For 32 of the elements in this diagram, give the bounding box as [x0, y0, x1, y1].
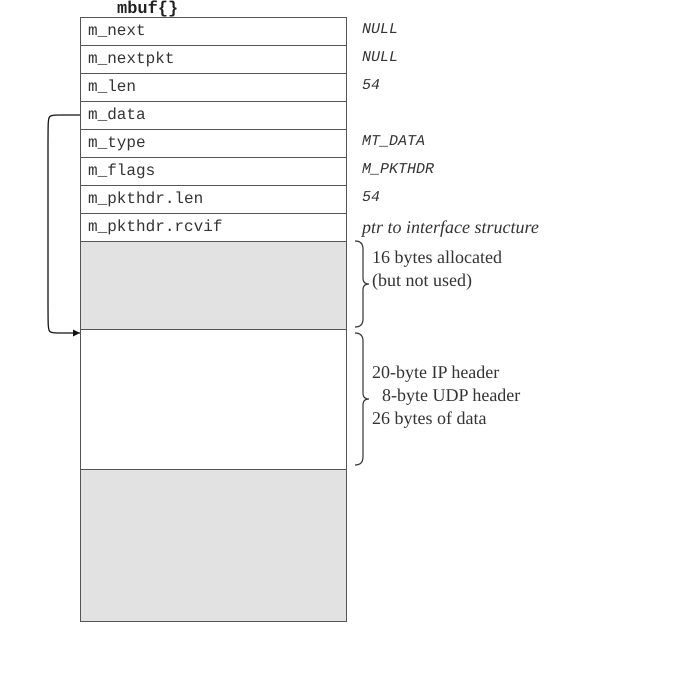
field-value: MT_DATA	[362, 133, 426, 150]
field-value: NULL	[362, 21, 398, 38]
field-name: m_data	[88, 106, 146, 124]
buffer-area	[80, 241, 347, 330]
field-name: m_next	[88, 22, 146, 40]
field-name: m_pkthdr.len	[88, 190, 204, 208]
field-value: 26 bytes of data	[372, 408, 486, 429]
field-row	[80, 73, 347, 102]
struct-title: mbuf{}	[117, 0, 178, 19]
field-name: m_type	[88, 134, 146, 152]
field-value: 8-byte UDP header	[382, 385, 520, 406]
field-name: m_pkthdr.rcvif	[88, 218, 222, 236]
field-value: 20-byte IP header	[372, 362, 500, 383]
field-row	[80, 157, 347, 186]
field-row	[80, 185, 347, 214]
field-row	[80, 101, 347, 130]
field-value: M_PKTHDR	[362, 161, 434, 178]
field-row	[80, 129, 347, 158]
field-value: 54	[362, 77, 380, 94]
buffer-area	[80, 469, 347, 622]
field-row	[80, 213, 347, 242]
field-row	[80, 17, 347, 46]
field-name: m_len	[88, 78, 136, 96]
field-row	[80, 45, 347, 74]
pointer-arrow	[47, 114, 80, 336]
field-value: 16 bytes allocated (but not used)	[372, 246, 503, 292]
buffer-area	[80, 329, 347, 470]
field-name: m_nextpkt	[88, 50, 174, 68]
field-value: ptr to interface structure	[362, 217, 539, 238]
field-name: m_flags	[88, 162, 156, 180]
field-value: 54	[362, 189, 380, 206]
field-value: NULL	[362, 49, 398, 66]
